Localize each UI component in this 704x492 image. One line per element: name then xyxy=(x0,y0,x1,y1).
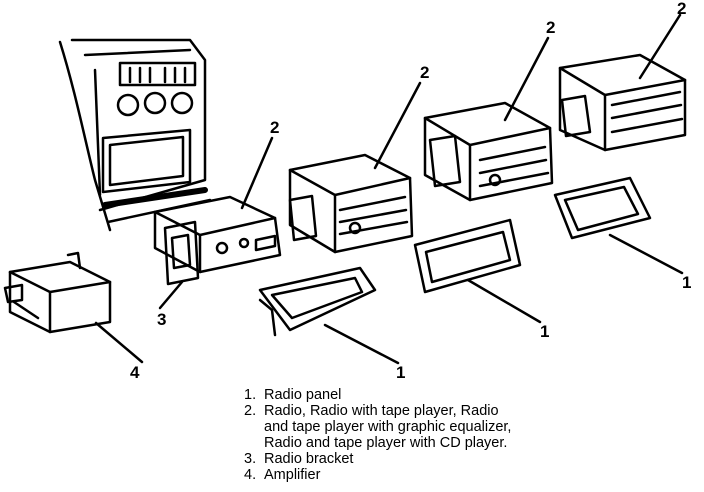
radio-4-illustration xyxy=(558,53,687,152)
callout-radio-2: 2 xyxy=(420,63,429,82)
callout-radio-3: 2 xyxy=(546,18,555,37)
callout-panel-3: 1 xyxy=(682,273,691,292)
radio-panel-3-illustration xyxy=(553,176,652,240)
parts-legend: 1. Radio panel 2. Radio, Radio with tape… xyxy=(244,387,684,483)
radio-panel-1-illustration xyxy=(258,266,377,337)
callout-radio-bracket: 3 xyxy=(157,310,166,329)
radio-3-illustration xyxy=(423,101,554,202)
callout-radio-1: 2 xyxy=(270,118,279,137)
legend-item-radio: 2. Radio, Radio with tape player, Radio … xyxy=(244,403,512,451)
callout-radio-4: 2 xyxy=(677,0,686,18)
legend-item-radio-bracket: 3. Radio bracket xyxy=(244,451,354,467)
callout-amplifier: 4 xyxy=(130,363,140,382)
legend-item-radio-panel: 1. Radio panel xyxy=(244,387,342,403)
callout-panel-1: 1 xyxy=(396,363,405,382)
callout-panel-2: 1 xyxy=(540,322,549,341)
legend-item-amplifier: 4. Amplifier xyxy=(244,467,321,483)
radio-1-illustration xyxy=(153,195,282,286)
radio-2-illustration xyxy=(288,153,414,254)
radio-panel-2-illustration xyxy=(413,218,522,294)
dashboard-illustration xyxy=(58,38,212,232)
amplifier-illustration xyxy=(3,251,112,334)
